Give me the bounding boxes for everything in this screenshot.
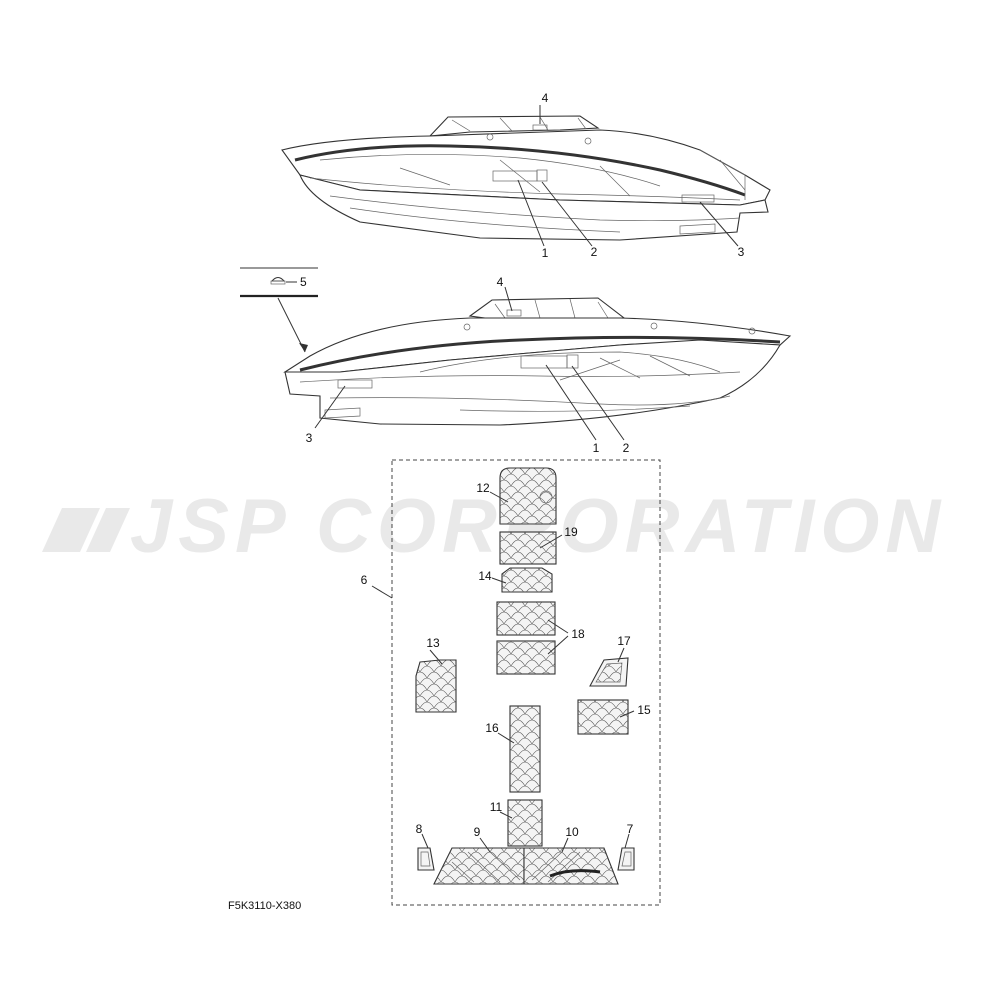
callout-lower-4: 4 — [497, 275, 504, 289]
decal-part-3 — [681, 194, 715, 203]
callout-mat-18: 18 — [571, 627, 585, 641]
detail-inset — [240, 267, 318, 353]
callout-mat-9: 9 — [474, 825, 481, 839]
callout-mat-13: 13 — [426, 636, 440, 650]
drawing-code: F5K3110-X380 — [228, 900, 301, 912]
mat-part-7 — [617, 847, 635, 871]
callout-mat-8: 8 — [416, 822, 423, 836]
top-boat-leaders — [517, 105, 739, 247]
callout-mat-14: 14 — [478, 569, 492, 583]
callout-mat-12: 12 — [476, 481, 490, 495]
callout-top-4: 4 — [542, 91, 549, 105]
callout-top-2: 2 — [591, 245, 598, 259]
callout-lower-2: 2 — [623, 441, 630, 455]
callout-top-3: 3 — [738, 245, 745, 259]
callout-mat-7: 7 — [627, 822, 634, 836]
callout-lower-1: 1 — [593, 441, 600, 455]
decal-part-3-lower — [337, 379, 373, 389]
callout-mat-kit-6: 6 — [361, 573, 368, 587]
callout-mat-17: 17 — [617, 634, 631, 648]
logo-emblem-icon — [549, 869, 601, 878]
watermark-logo-icon — [42, 508, 130, 552]
mat-kit-boundary — [391, 459, 661, 906]
decal-part-4 — [532, 124, 548, 131]
mat-part-8 — [417, 847, 435, 871]
callout-mat-10: 10 — [565, 825, 579, 839]
callout-mat-16: 16 — [485, 721, 499, 735]
decal-part-4-lower — [506, 309, 522, 317]
decal-part-2-lower — [566, 354, 579, 369]
callout-mat-15: 15 — [637, 703, 651, 717]
part-5-icon — [270, 276, 286, 282]
watermark: JSP CORPORATION — [42, 484, 940, 569]
arrow-icon — [299, 343, 308, 352]
callout-mat-11: 11 — [490, 800, 503, 814]
callout-mat-19: 19 — [564, 525, 578, 539]
callout-detail-5: 5 — [300, 275, 307, 289]
callout-top-1: 1 — [542, 246, 549, 260]
top-boat-drawing — [281, 115, 771, 241]
callout-lower-3: 3 — [306, 431, 313, 445]
decal-part-2 — [536, 169, 548, 182]
lower-boat-drawing — [283, 297, 792, 426]
lower-boat-leaders — [314, 286, 625, 441]
